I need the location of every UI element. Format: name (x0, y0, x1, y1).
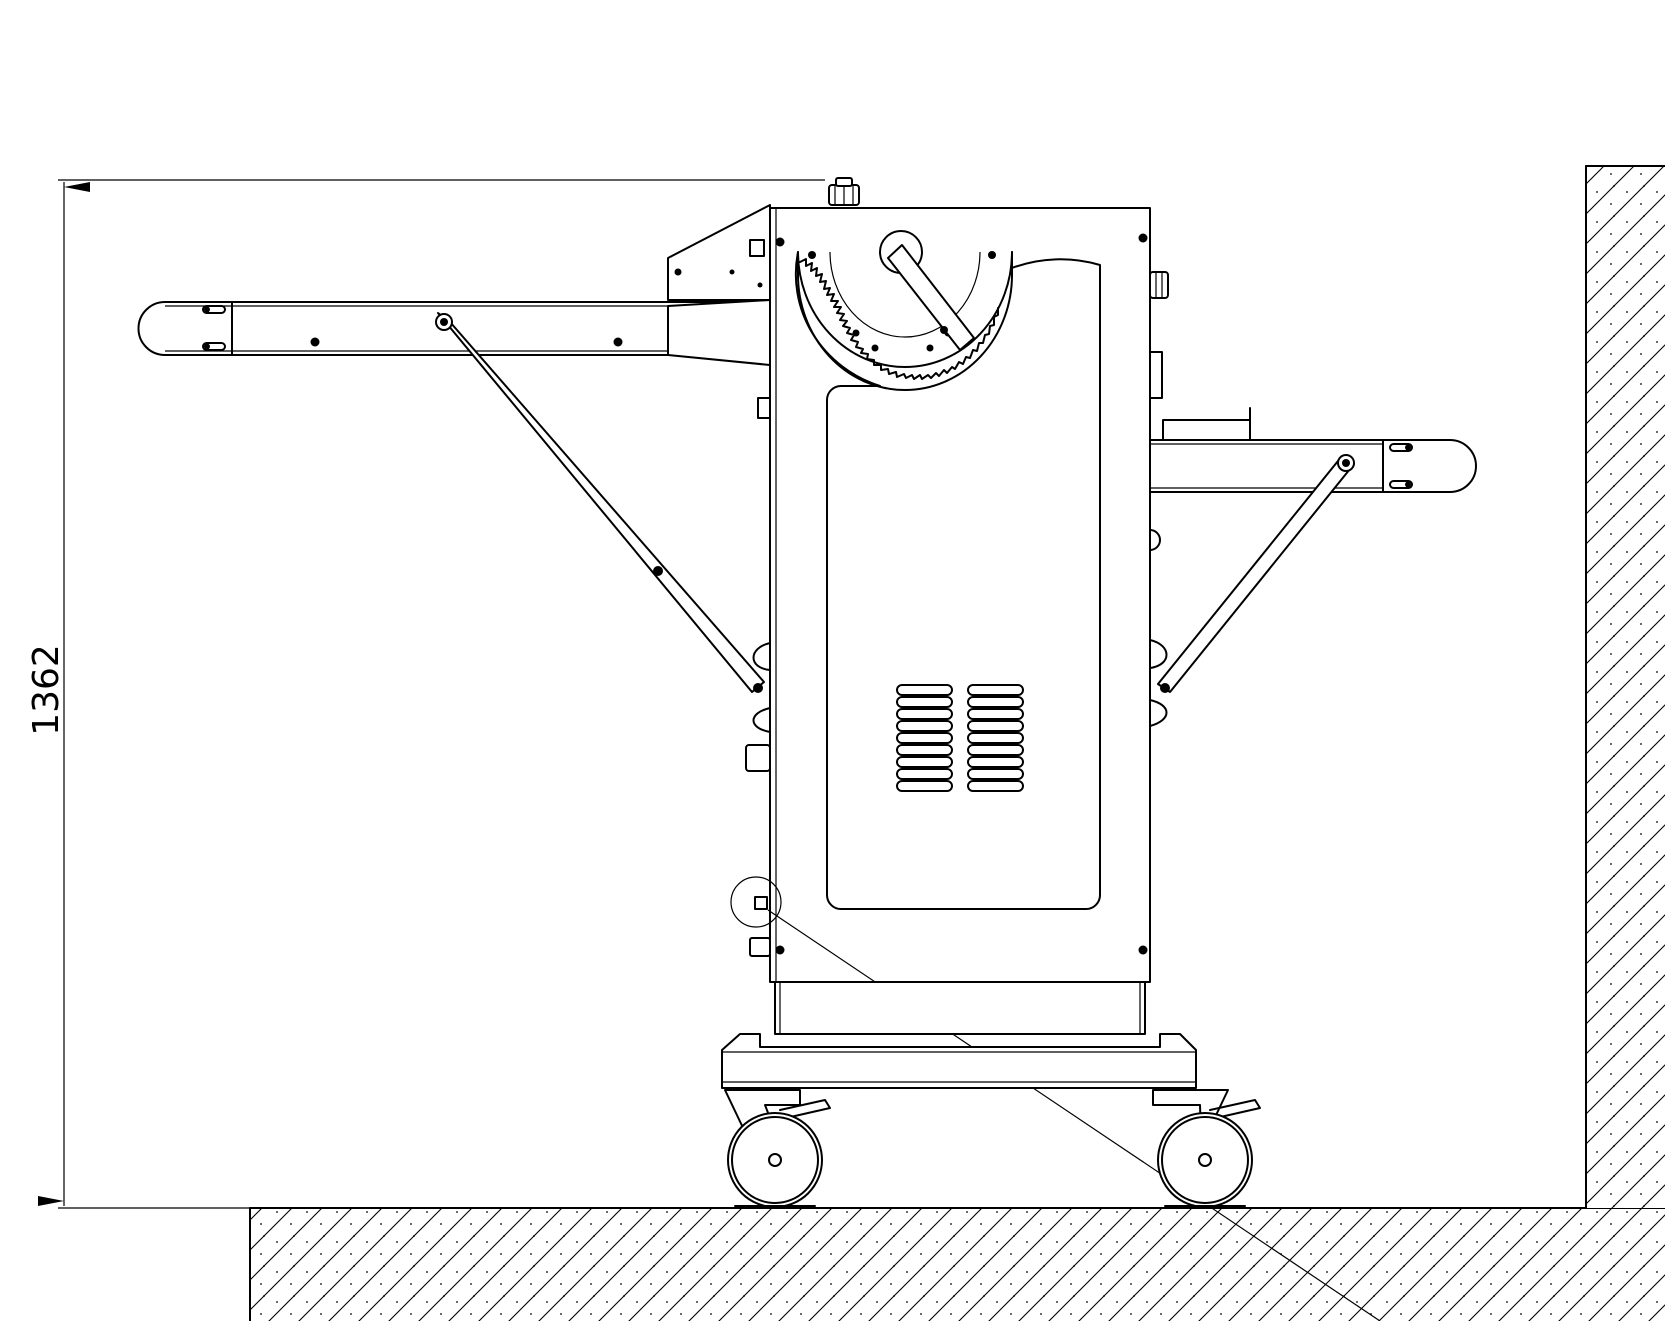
height-dimension: 1362 (26, 179, 825, 1209)
left-conveyor-arm (137, 204, 771, 366)
left-caster-wheel (724, 1089, 831, 1208)
machine-cabinet (730, 177, 1381, 1321)
right-conveyor-arm (1149, 407, 1477, 493)
machine-base (721, 981, 1197, 1089)
wall (1585, 165, 1665, 1209)
left-support-strut (435, 312, 771, 733)
right-support-strut (1149, 454, 1355, 727)
right-caster-wheel (1152, 1089, 1261, 1208)
vent-grille (896, 684, 1024, 792)
height-dimension-label: 1362 (26, 644, 67, 736)
floor (249, 1207, 1665, 1321)
